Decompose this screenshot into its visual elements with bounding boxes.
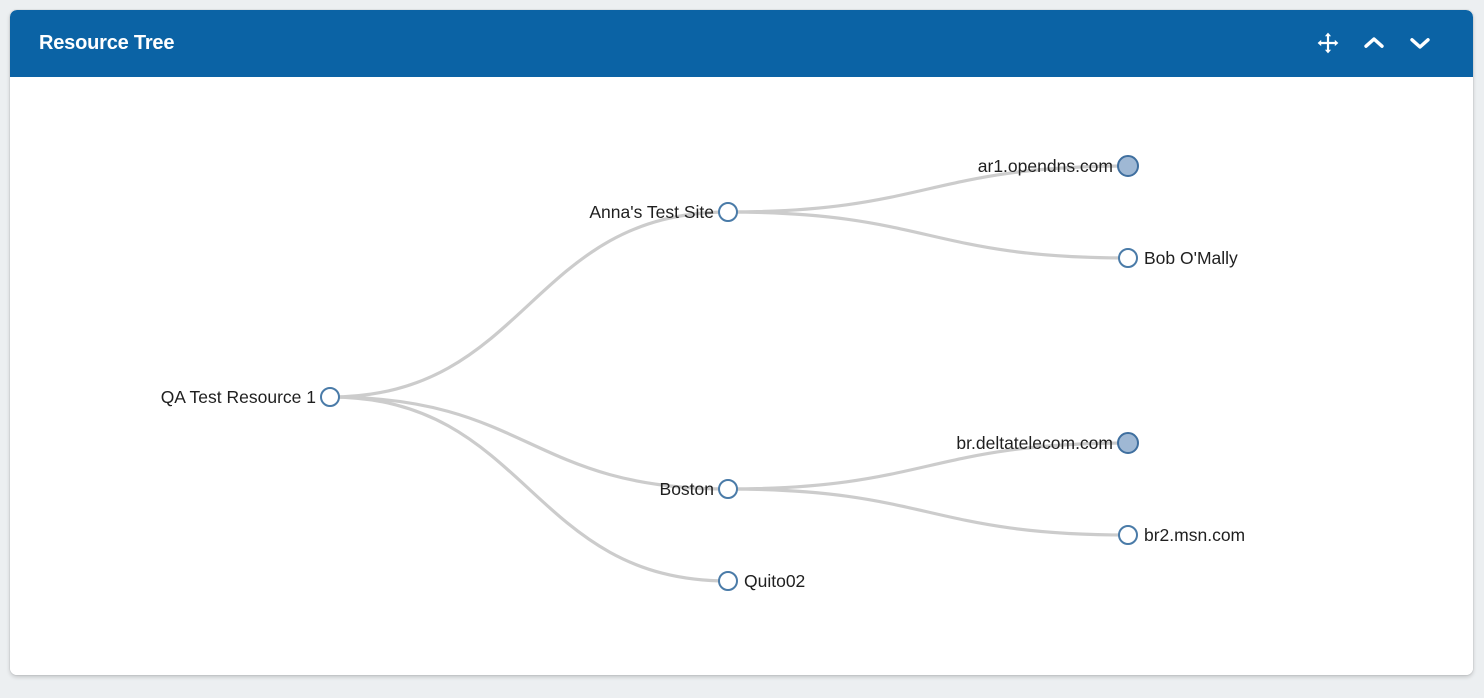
tree-links-layer (328, 164, 1130, 583)
tree-node-label: Bob O'Mally (1144, 248, 1238, 268)
tree-nodes-layer: QA Test Resource 1 Anna's Test Site ar1.op… (161, 155, 1245, 591)
tree-node[interactable]: br2.msn.com (1118, 525, 1245, 545)
resource-tree-panel: Resource Tree (10, 10, 1473, 675)
tree-node[interactable]: Bob O'Mally (1118, 248, 1238, 268)
tree-node-label: Quito02 (744, 571, 805, 591)
tree-node-circle-leaf[interactable] (1117, 432, 1139, 454)
tree-node-circle[interactable] (718, 571, 738, 591)
tree-canvas: QA Test Resource 1 Anna's Test Site ar1.op… (10, 77, 1473, 675)
move-icon[interactable] (1313, 28, 1343, 58)
tree-node-label: Anna's Test Site (589, 202, 714, 222)
tree-node-label: br2.msn.com (1144, 525, 1245, 545)
tree-link (328, 395, 730, 583)
tree-link (726, 441, 1130, 491)
page-title: Resource Tree (39, 32, 175, 54)
panel-header-tools (1313, 28, 1435, 58)
chevron-down-icon[interactable] (1405, 28, 1435, 58)
tree-link (726, 210, 1130, 260)
tree-node-label: QA Test Resource 1 (161, 387, 316, 407)
tree-node-circle[interactable] (320, 387, 340, 407)
tree-link (726, 487, 1130, 537)
tree-node[interactable]: QA Test Resource 1 (161, 387, 340, 407)
tree-node[interactable]: Quito02 (718, 571, 805, 591)
tree-link (328, 395, 730, 491)
tree-node-circle[interactable] (718, 479, 738, 499)
resource-tree-graph[interactable]: QA Test Resource 1 Anna's Test Site ar1.op… (10, 77, 1473, 675)
tree-node[interactable]: Anna's Test Site (589, 202, 738, 222)
tree-node-circle[interactable] (718, 202, 738, 222)
tree-link (328, 210, 730, 399)
tree-node[interactable]: br.deltatelecom.com (956, 432, 1139, 454)
tree-node-circle[interactable] (1118, 248, 1138, 268)
tree-node-circle[interactable] (1118, 525, 1138, 545)
tree-link (726, 164, 1130, 214)
panel-header: Resource Tree (10, 10, 1473, 77)
tree-node[interactable]: ar1.opendns.com (978, 155, 1139, 177)
tree-node-circle-leaf[interactable] (1117, 155, 1139, 177)
tree-node-label: br.deltatelecom.com (956, 433, 1113, 453)
tree-node-label: Boston (660, 479, 714, 499)
chevron-up-icon[interactable] (1359, 28, 1389, 58)
tree-node[interactable]: Boston (660, 479, 738, 499)
tree-node-label: ar1.opendns.com (978, 156, 1113, 176)
